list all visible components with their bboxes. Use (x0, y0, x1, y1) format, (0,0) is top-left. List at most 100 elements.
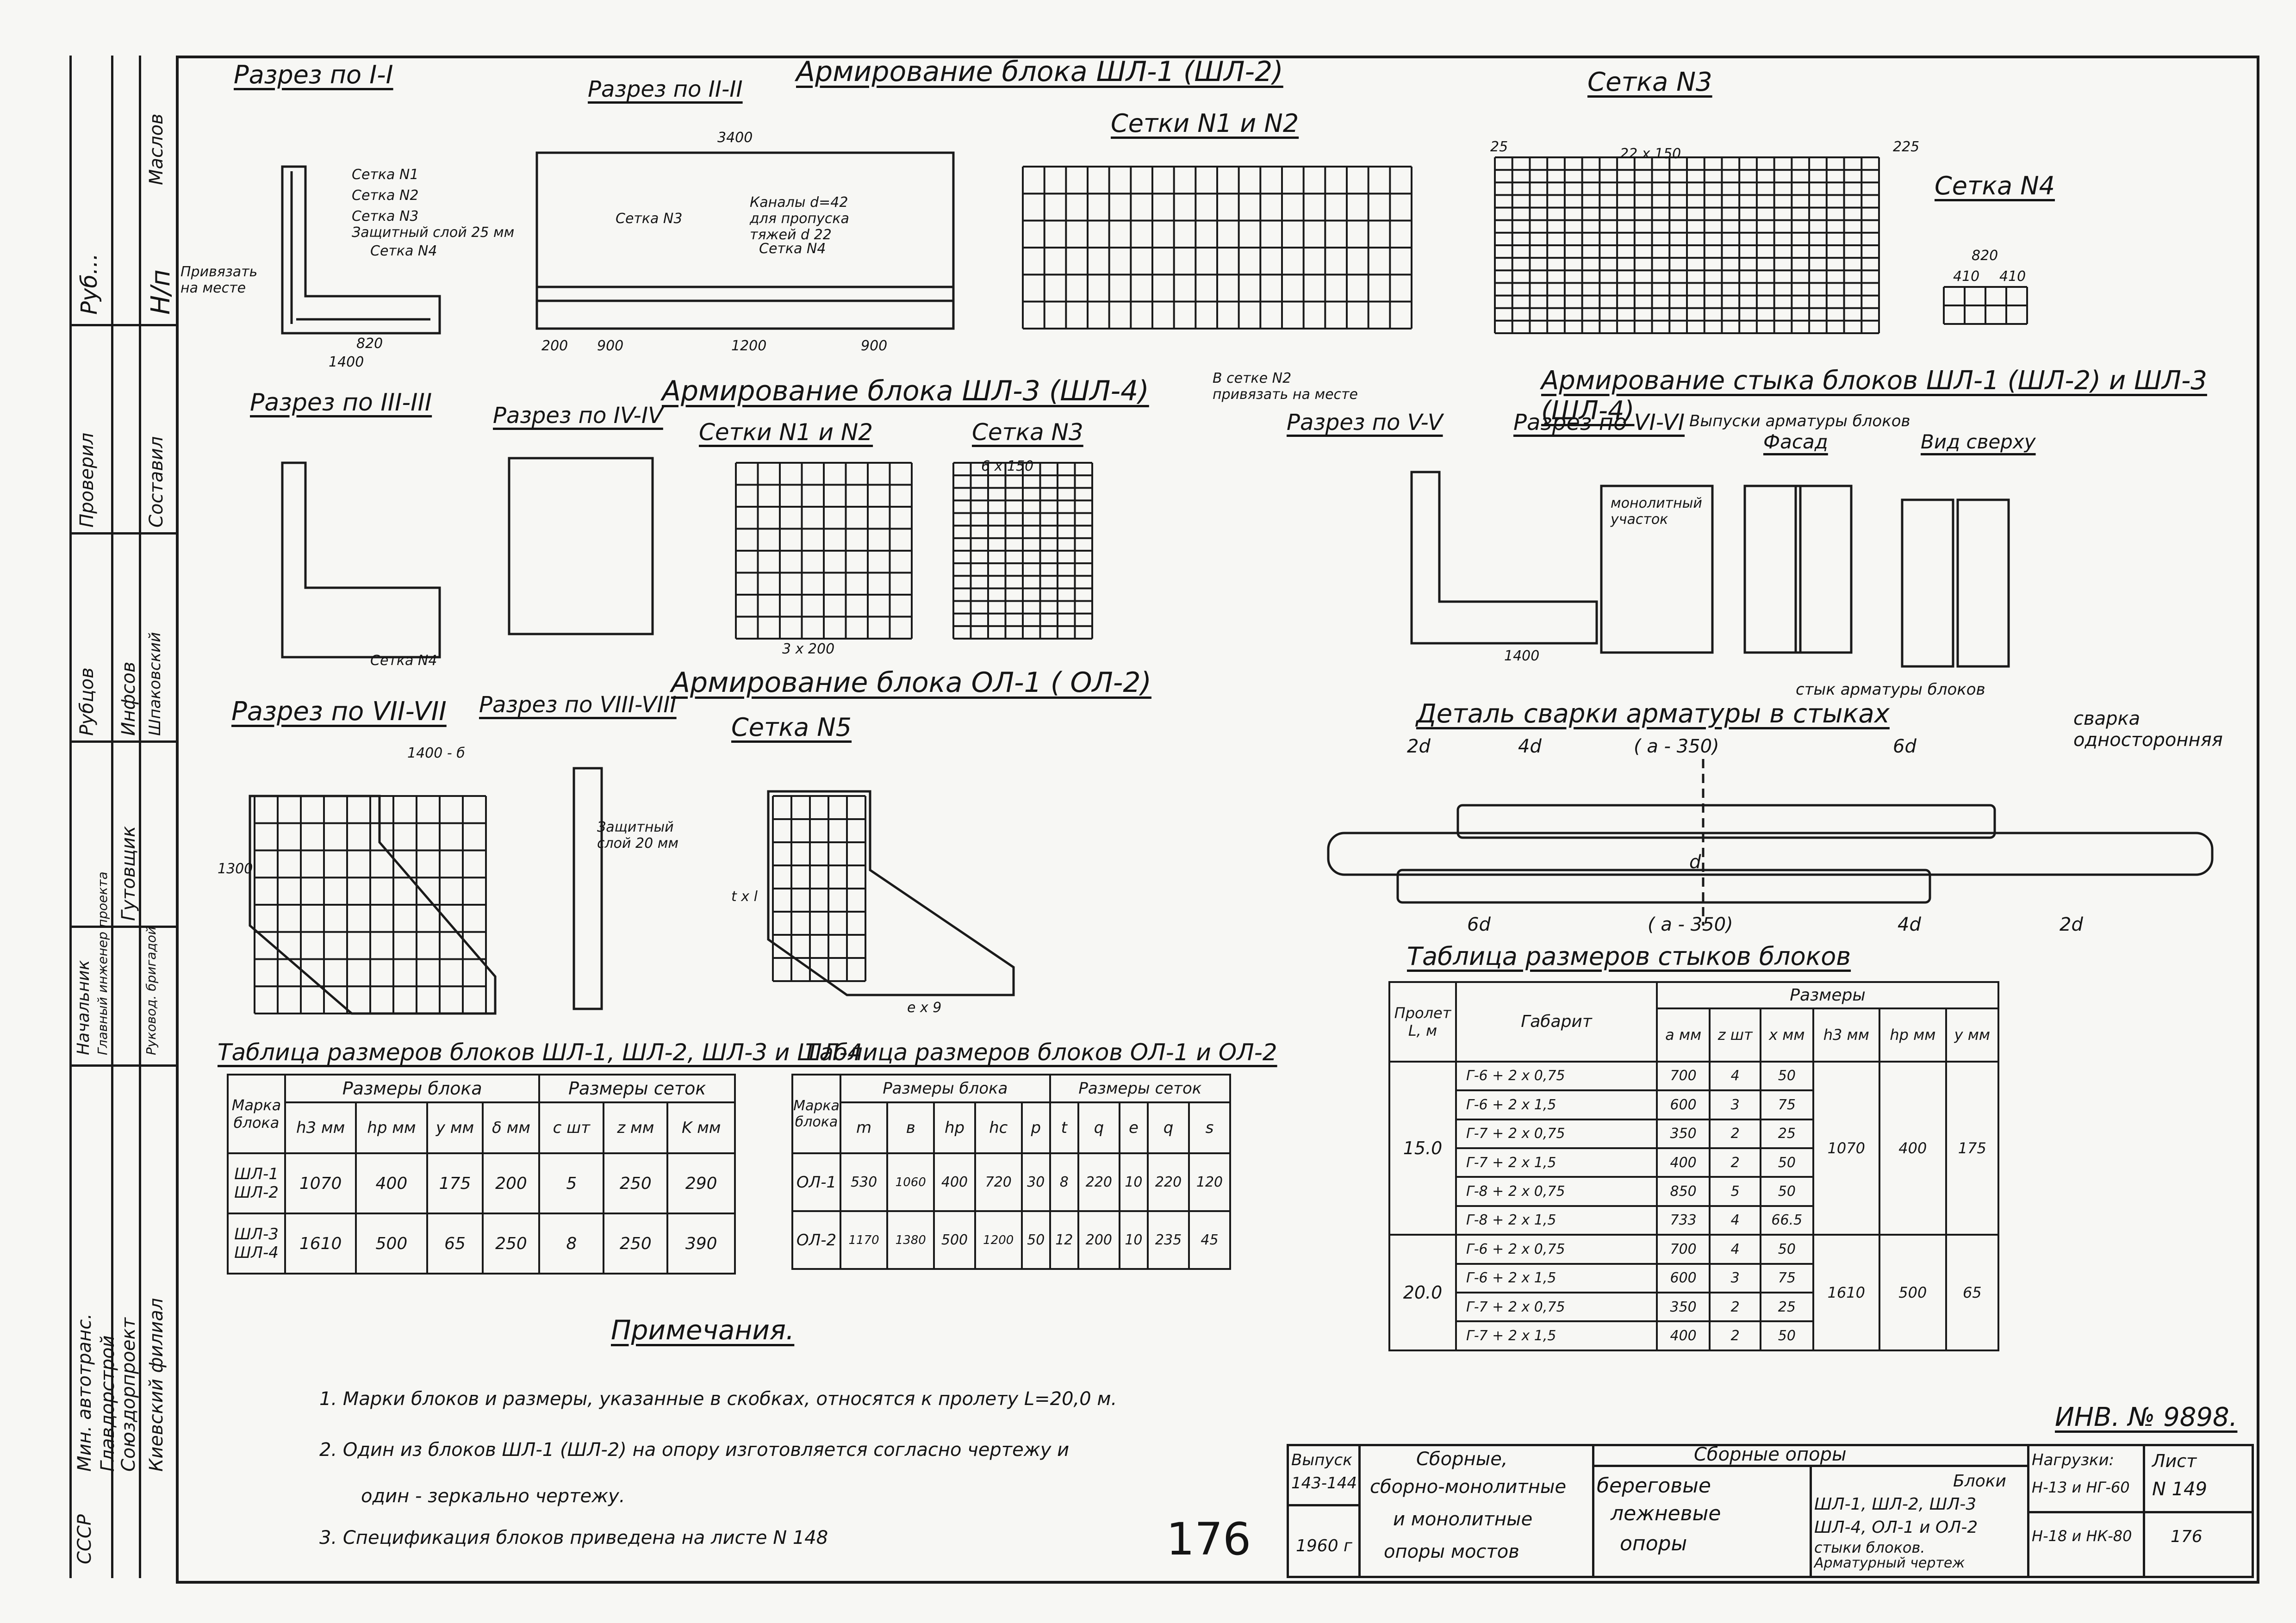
tb-content-d: стыки блоков. (1814, 1539, 1925, 1556)
table-cell: 2 (1709, 1320, 1762, 1351)
weld-d: d (1689, 852, 1701, 873)
weld-2d-b: 2d (2060, 914, 2083, 935)
table-cell: 1070 (284, 1152, 357, 1214)
tb-load-1: Н-13 и НГ-60 (2032, 1479, 2130, 1496)
th-col: h3 мм (1812, 1007, 1881, 1063)
table-cell: 12 (1049, 1210, 1079, 1270)
dim-410: 410 (1953, 268, 1980, 285)
tb-load-2: Н-18 и НК-80 (2032, 1527, 2132, 1545)
section-7: Разрез по VII-VII (231, 696, 447, 727)
section-4: Разрез по IV-IV (493, 403, 663, 429)
th-col: q (1077, 1101, 1120, 1154)
table-cell: 50 (1760, 1234, 1814, 1265)
tb-series-d: опоры мостов (1384, 1541, 1519, 1562)
th-col: h3 мм (284, 1101, 357, 1154)
title-joint: Армирование стыка блоков ШЛ-1 (ШЛ-2) и Ш… (1541, 366, 2207, 426)
mesh-grid-n3-b (952, 462, 1093, 640)
label-setka3: Сетка N3 (352, 208, 419, 224)
dim-225: 225 (1893, 139, 1920, 155)
table-cell: 50 (1760, 1320, 1814, 1351)
th-col: a мм (1655, 1007, 1711, 1063)
tb-content-e: Арматурный чертеж (1814, 1555, 1965, 1571)
table-cell: 1170 (839, 1210, 889, 1270)
tb-year: 1960 г (1296, 1536, 1352, 1555)
stamp-divider (69, 740, 178, 743)
table-cell: 75 (1760, 1262, 1814, 1294)
mesh-grid-n5 (772, 795, 866, 982)
tb-content-a: Блоки (1953, 1472, 2006, 1491)
tb-series-c: и монолитные (1393, 1509, 1533, 1530)
tb-group: Сборные опоры (1694, 1444, 1847, 1465)
dim-1400-b: 1400 - б (407, 745, 465, 761)
table-cell: 25 (1760, 1292, 1814, 1323)
th-col: c шт (538, 1101, 605, 1154)
cell-gab: Г-6 + 2 x 0,75 (1455, 1060, 1658, 1092)
table-cell: 500 (1879, 1234, 1947, 1351)
table-cell: 3 (1709, 1089, 1762, 1120)
table-cell: 733 (1655, 1205, 1711, 1236)
table-cell: 120 (1188, 1152, 1232, 1212)
table-cell: 250 (482, 1213, 541, 1275)
th-dims: Размеры (1656, 981, 1999, 1010)
th-block: Размеры блока (840, 1074, 1051, 1103)
th-mark: Марка блока (791, 1074, 841, 1154)
table-cell: 350 (1655, 1118, 1711, 1149)
dim-900: 900 (597, 338, 624, 354)
table-cell: 5 (1709, 1176, 1762, 1207)
top-view-label: Вид сверху (1921, 430, 2036, 453)
cell-gab: Г-7 + 2 x 1,5 (1455, 1320, 1658, 1351)
table-cell: 850 (1655, 1176, 1711, 1207)
table-cell: 66.5 (1760, 1205, 1814, 1236)
section-8: Разрез по VIII-VIII (479, 692, 677, 718)
table-right-title: Таблица размеров стыков блоков (1407, 942, 1851, 971)
note-2a: 2. Один из блоков ШЛ-1 (ШЛ-2) на опору и… (319, 1439, 1070, 1461)
table-cell: 175 (426, 1152, 484, 1214)
cell-gab: Г-7 + 2 x 0,75 (1455, 1292, 1658, 1323)
th-col: y мм (1945, 1007, 2000, 1063)
dim-ex9: e x 9 (907, 1000, 942, 1016)
cell-gab: Г-6 + 2 x 1,5 (1455, 1089, 1658, 1120)
weld-a350: ( a - 350) (1634, 736, 1719, 757)
label-cover: Защитный слой 25 мм (352, 224, 515, 241)
cell-gab: Г-6 + 2 x 0,75 (1455, 1234, 1658, 1265)
table-cell: 4 (1709, 1060, 1762, 1092)
note-2b: один - зеркально чертежу. (361, 1486, 625, 1507)
table-cell: 400 (933, 1152, 976, 1212)
table-cell: 220 (1077, 1152, 1120, 1212)
table-cell: 1070 (1812, 1060, 1881, 1236)
label-setka5: Сетка N4 (370, 653, 437, 669)
table-cell: 50 (1760, 1147, 1814, 1178)
dim-3400: 3400 (717, 130, 753, 146)
title-weld: Деталь сварки арматуры в стыках (1416, 699, 1890, 729)
th-span: Пролет L, м (1388, 981, 1457, 1063)
table-cell: 10 (1118, 1152, 1149, 1212)
th-col: hс (974, 1101, 1023, 1154)
table-cell: 530 (839, 1152, 889, 1212)
table-cell: 400 (1655, 1320, 1711, 1351)
table-cell: 250 (603, 1152, 669, 1214)
table-cell: 2 (1709, 1118, 1762, 1149)
note-3: 3. Спецификация блоков приведена на лист… (319, 1527, 828, 1548)
stamp-divider (69, 532, 178, 535)
weld-a350-b: ( a - 350) (1648, 914, 1733, 935)
table-right: Пролет L, м Габарит Размеры a мм z шт x … (1388, 981, 2000, 1351)
facade-label: Фасад (1763, 430, 1828, 453)
table-cell: 350 (1655, 1292, 1711, 1323)
dim-1300: 1300 (218, 861, 253, 877)
table-cell: 75 (1760, 1089, 1814, 1120)
table-cell: 1200 (974, 1210, 1023, 1270)
table-cell: 390 (666, 1213, 736, 1275)
dim-1400: 1400 (329, 354, 364, 370)
tb-sheet-page: 176 (2171, 1527, 2203, 1546)
th-col: q (1147, 1101, 1190, 1154)
table-left: Марка блока Размеры блока Размеры сеток … (227, 1074, 736, 1275)
mesh-grid-n4 (1943, 286, 2028, 325)
cell-gab: Г-8 + 2 x 1,5 (1455, 1205, 1658, 1236)
table-cell: 600 (1655, 1089, 1711, 1120)
table-mid: Марка блока Размеры блока Размеры сеток … (791, 1074, 1232, 1270)
outlets-label: Выпуски арматуры блоков (1689, 412, 1910, 430)
tb-kind-a: береговые (1597, 1474, 1711, 1498)
table-mid-title: Таблица размеров блоков ОЛ-1 и ОЛ-2 (805, 1039, 1277, 1066)
table-cell: 250 (603, 1213, 669, 1275)
title-ol: Армирование блока ОЛ-1 ( ОЛ-2) (671, 666, 1151, 699)
